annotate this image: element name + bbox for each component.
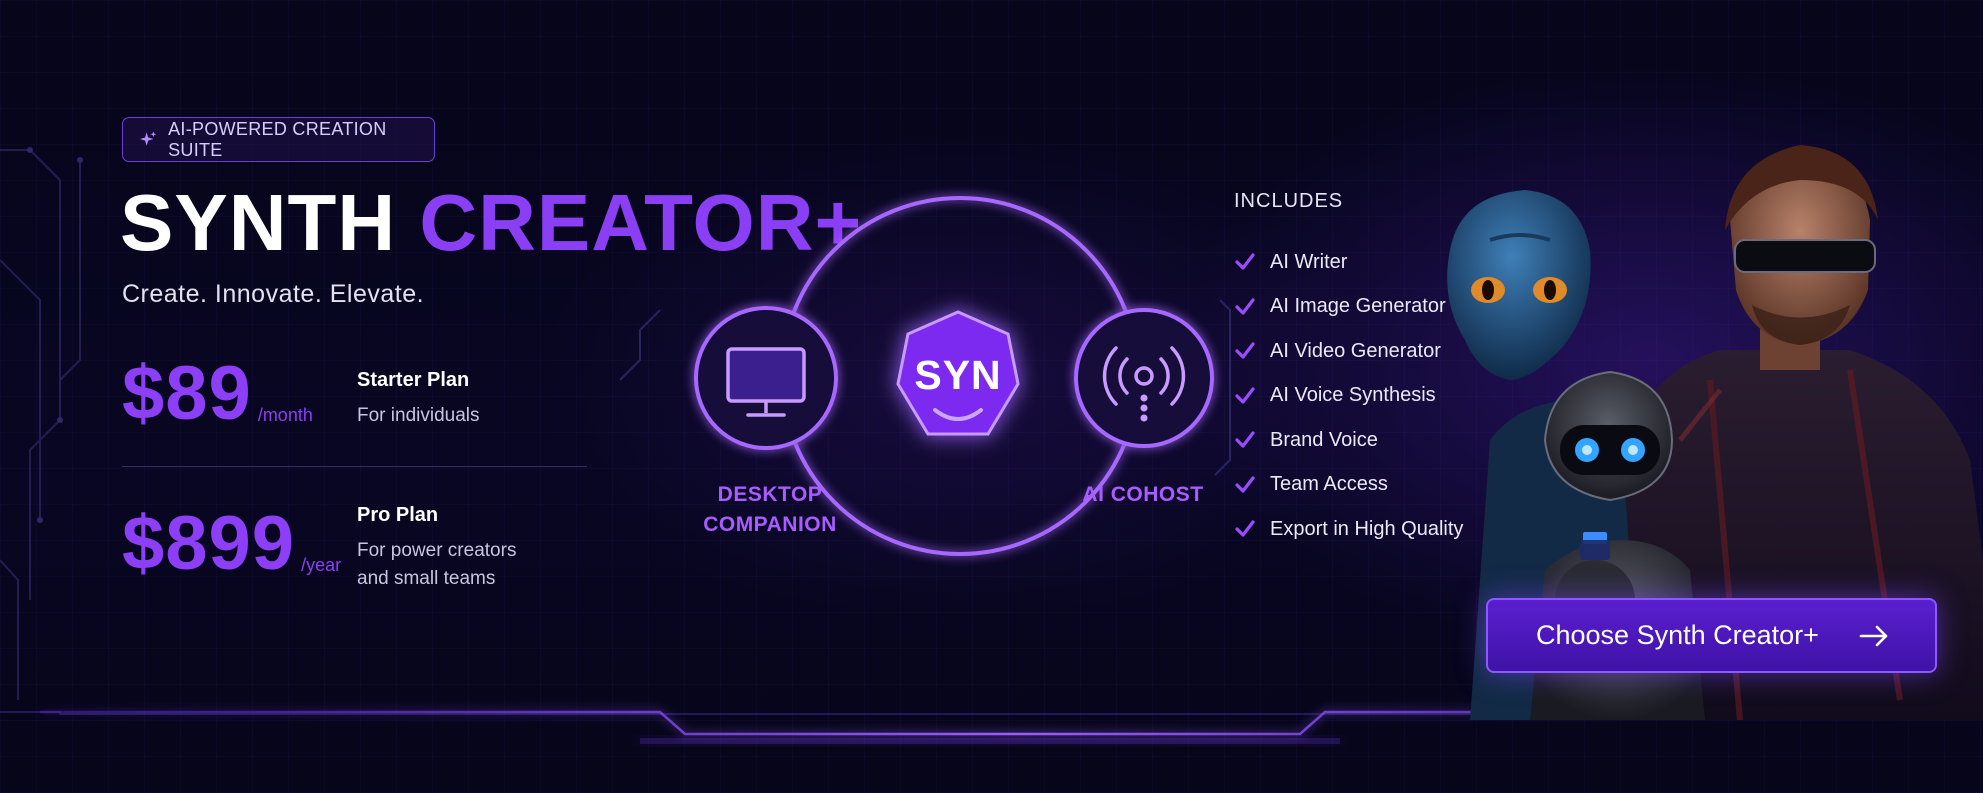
include-label: AI Writer bbox=[1270, 250, 1348, 273]
starter-plan-info: Starter Plan For individuals bbox=[357, 369, 480, 430]
include-label: AI Video Generator bbox=[1270, 339, 1441, 362]
pro-plan-description-line-2: and small teams bbox=[357, 568, 496, 589]
cohost-label-line-1: AI COHOST bbox=[1082, 483, 1204, 506]
monitor-icon bbox=[726, 347, 806, 417]
sparkle-icon bbox=[139, 130, 157, 146]
pro-price: $899 /year bbox=[122, 506, 341, 582]
badge-label: AI-POWERED CREATION SUITE bbox=[168, 118, 387, 160]
syn-core-label: SYN bbox=[914, 352, 1002, 398]
title-part-2: CREATOR+ bbox=[419, 178, 863, 267]
include-label: Brand Voice bbox=[1270, 428, 1378, 451]
list-item: AI Video Generator bbox=[1234, 329, 1463, 374]
starter-price-value: $89 bbox=[122, 351, 252, 436]
choose-plan-label: Choose Synth Creator+ bbox=[1536, 620, 1819, 650]
suite-badge: AI-POWERED CREATION SUITE bbox=[122, 117, 435, 162]
pro-price-period: /year bbox=[301, 555, 342, 575]
check-icon bbox=[1235, 431, 1255, 448]
check-icon bbox=[1235, 520, 1255, 537]
list-item: Brand Voice bbox=[1234, 418, 1463, 463]
starter-price-period: /month bbox=[257, 405, 313, 425]
desktop-label-line-2: COMPANION bbox=[703, 513, 837, 536]
includes-list: AI Writer AI Image Generator AI Video Ge… bbox=[1234, 240, 1463, 552]
ai-cohost-label: AI COHOST bbox=[1068, 480, 1218, 510]
check-icon bbox=[1235, 387, 1255, 404]
check-icon bbox=[1235, 298, 1255, 315]
check-icon bbox=[1235, 342, 1255, 359]
include-label: Export in High Quality bbox=[1270, 517, 1464, 540]
title-part-1: SYNTH bbox=[120, 178, 397, 267]
pro-plan-info: Pro Plan For power creators and small te… bbox=[357, 504, 516, 593]
desktop-label-line-1: DESKTOP bbox=[717, 483, 823, 506]
list-item: AI Image Generator bbox=[1234, 285, 1463, 330]
list-item: AI Voice Synthesis bbox=[1234, 374, 1463, 419]
starter-price: $89 /month bbox=[122, 356, 313, 432]
check-icon bbox=[1235, 476, 1255, 493]
cohost-node bbox=[1074, 308, 1214, 448]
list-item: Export in High Quality bbox=[1234, 507, 1463, 552]
include-label: Team Access bbox=[1270, 473, 1388, 496]
broadcast-icon bbox=[1102, 346, 1186, 422]
arrow-right-icon bbox=[1859, 625, 1888, 646]
list-item: Team Access bbox=[1234, 463, 1463, 508]
choose-plan-button[interactable]: Choose Synth Creator+ bbox=[1486, 598, 1937, 673]
core-accent bbox=[933, 408, 983, 421]
include-label: AI Voice Synthesis bbox=[1270, 384, 1436, 407]
plan-divider bbox=[122, 466, 587, 467]
starter-plan-description: For individuals bbox=[357, 405, 480, 426]
list-item: AI Writer bbox=[1234, 240, 1463, 285]
syn-core bbox=[896, 310, 1020, 436]
includes-title: INCLUDES bbox=[1234, 190, 1344, 212]
check-icon bbox=[1235, 253, 1255, 270]
tagline: Create. Innovate. Elevate. bbox=[122, 280, 425, 308]
starter-plan-name: Starter Plan bbox=[357, 369, 470, 391]
include-label: AI Image Generator bbox=[1270, 295, 1446, 318]
product-title: SYNTH CREATOR+ bbox=[120, 178, 862, 268]
pro-plan-name: Pro Plan bbox=[357, 504, 439, 526]
desktop-companion-label: DESKTOP COMPANION bbox=[690, 480, 850, 540]
pro-plan-description-line-1: For power creators bbox=[357, 540, 517, 561]
pro-price-value: $899 bbox=[122, 501, 296, 586]
